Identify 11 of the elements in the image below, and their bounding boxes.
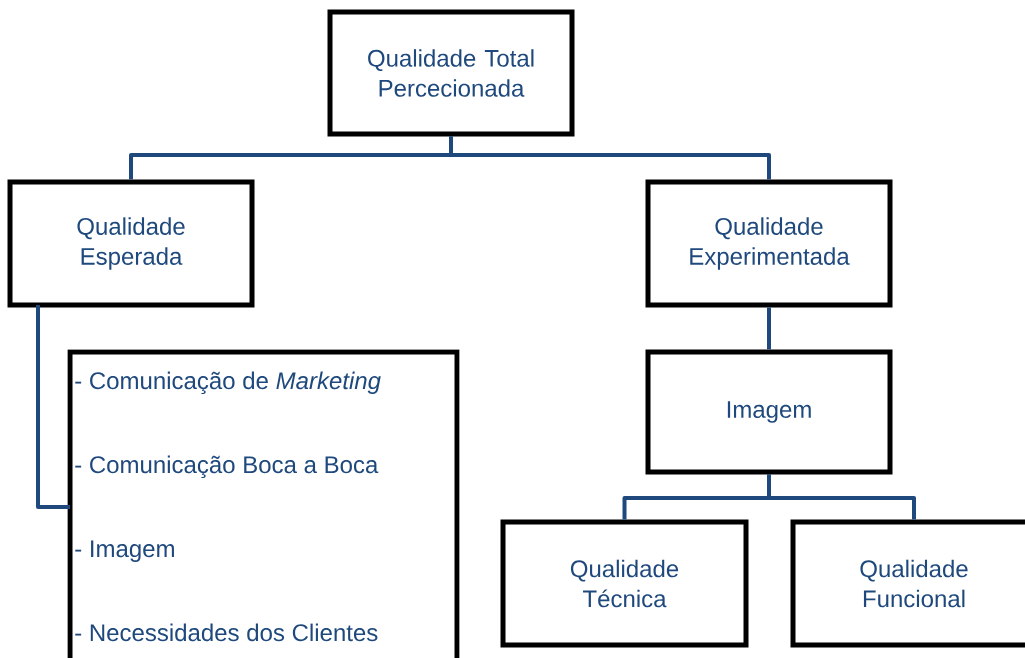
- connector-line: [36, 305, 70, 509]
- process-box: Qualidade Total Percecionada: [327, 9, 575, 137]
- connector-line: [449, 136, 771, 180]
- process-box: Qualidade Esperada: [7, 179, 255, 308]
- list-box: - Comunicação de Marketing - Comunicação Boca a Boca - Imagem - Necessidades dos Clientes: [67, 349, 460, 658]
- process-box: Qualidade Experimentada: [645, 179, 893, 308]
- process-box: Qualidade Técnica: [500, 519, 749, 648]
- connector-line: [767, 307, 771, 350]
- process-box: Qualidade Funcional: [790, 519, 1025, 648]
- connector-line: [767, 474, 916, 520]
- process-box: Imagem: [645, 349, 893, 475]
